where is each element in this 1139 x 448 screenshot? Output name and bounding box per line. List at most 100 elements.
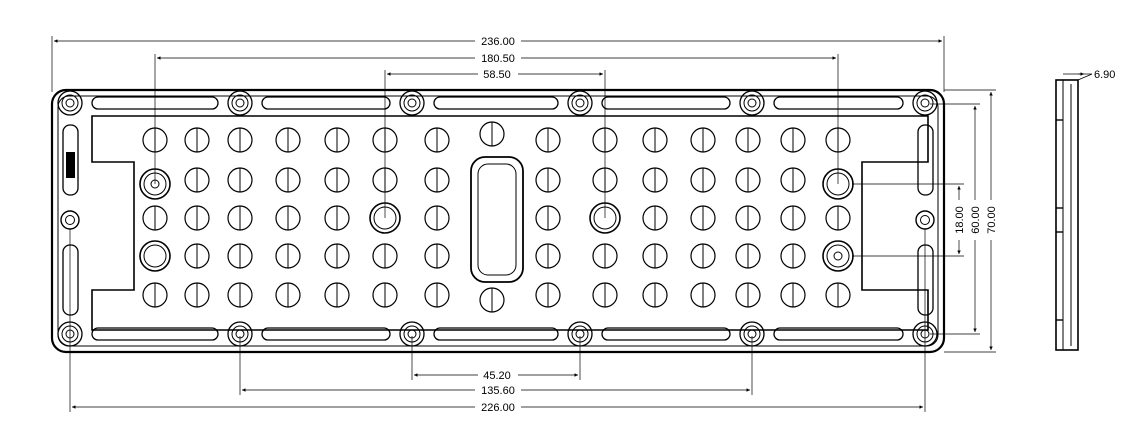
left-slot-bottom [62, 244, 79, 316]
dim-bottom-inner-span: 45.20 [483, 370, 511, 382]
plate-outline [50, 88, 946, 354]
led-hole [780, 282, 806, 308]
led-hole [690, 167, 716, 193]
led-hole [227, 127, 253, 153]
led-hole [735, 282, 761, 308]
dim-outer-hole-spacing: 180.50 [481, 53, 515, 65]
border-slot [601, 327, 731, 341]
led-hole [592, 282, 618, 308]
border-bolt [912, 90, 938, 116]
led-hole [184, 167, 210, 193]
center-slot-inner [477, 163, 517, 276]
led-hole [690, 205, 716, 231]
border-bolt [567, 90, 593, 116]
led-hole [735, 167, 761, 193]
dim-mid-height: 60.00 [970, 206, 982, 234]
led-hole [324, 205, 350, 231]
led-hole [227, 205, 253, 231]
led-hole [642, 282, 668, 308]
led-hole [324, 282, 350, 308]
dim-inner-height: 18.00 [954, 206, 966, 234]
dim-inner-hole-spacing: 58.50 [483, 69, 511, 81]
border-bolt [739, 90, 765, 116]
border-slot [433, 96, 559, 110]
dim-thickness: 6.90 [1094, 69, 1115, 81]
led-hole [642, 127, 668, 153]
border-bolt [399, 90, 425, 116]
led-hole [424, 127, 450, 153]
led-hole [825, 205, 851, 231]
border-slot [433, 327, 559, 341]
led-hole [642, 243, 668, 269]
led-hole [825, 282, 851, 308]
led-hole [780, 243, 806, 269]
led-hole [780, 127, 806, 153]
led-hole [642, 167, 668, 193]
front-view [50, 88, 946, 354]
dim-overall-height: 70.00 [986, 206, 998, 234]
side-bolt-right [915, 210, 935, 230]
led-hole [592, 243, 618, 269]
led-hole [424, 243, 450, 269]
led-hole [324, 243, 350, 269]
led-hole [372, 282, 398, 308]
dim-overall-length: 236.00 [481, 36, 515, 48]
led-hole [690, 243, 716, 269]
led-hole [275, 243, 301, 269]
led-hole [275, 282, 301, 308]
led-hole [690, 282, 716, 308]
left-label-tab [66, 152, 75, 178]
led-hole [142, 282, 168, 308]
led-hole [184, 243, 210, 269]
dim-bottom-mid-span: 135.60 [481, 385, 515, 397]
led-hole [227, 167, 253, 193]
led-hole [735, 243, 761, 269]
side-bolt-left [60, 210, 80, 230]
border-slot [261, 327, 391, 341]
led-hole [227, 282, 253, 308]
led-hole [275, 205, 301, 231]
border-slot [261, 96, 391, 110]
led-hole [324, 167, 350, 193]
led-hole [424, 282, 450, 308]
led-hole [535, 282, 561, 308]
led-hole [479, 287, 505, 313]
led-hole [479, 121, 505, 147]
led-hole [735, 127, 761, 153]
led-hole [780, 205, 806, 231]
border-slot [601, 96, 731, 110]
border-bolt [227, 90, 253, 116]
led-hole [735, 205, 761, 231]
border-slot [773, 327, 904, 341]
border-slot [91, 327, 219, 341]
dimension-labels: 236.00 180.50 58.50 6.90 45.20 135.60 22… [475, 34, 1115, 414]
led-hole [275, 127, 301, 153]
pocket-outline [91, 115, 929, 331]
led-hole [324, 127, 350, 153]
led-hole [227, 243, 253, 269]
right-slot-bottom [917, 244, 934, 316]
border-slot [773, 96, 904, 110]
mount-holes [139, 168, 854, 272]
led-hole [642, 205, 668, 231]
led-hole [184, 205, 210, 231]
led-hole [372, 243, 398, 269]
led-hole [535, 205, 561, 231]
led-hole [780, 167, 806, 193]
led-hole-grid [142, 121, 851, 313]
led-hole [424, 205, 450, 231]
border-slots [91, 96, 904, 341]
led-hole [142, 205, 168, 231]
side-view-body [1055, 79, 1079, 351]
center-slot [470, 156, 524, 283]
right-slot-top [917, 124, 934, 196]
mount-hole-left-bottom [139, 240, 171, 272]
led-hole [690, 127, 716, 153]
plate-inner-outline [57, 95, 939, 347]
led-hole [424, 167, 450, 193]
dim-bottom-overall-span: 226.00 [481, 402, 515, 414]
led-hole [184, 127, 210, 153]
led-hole [184, 282, 210, 308]
left-slot-top [62, 124, 79, 196]
